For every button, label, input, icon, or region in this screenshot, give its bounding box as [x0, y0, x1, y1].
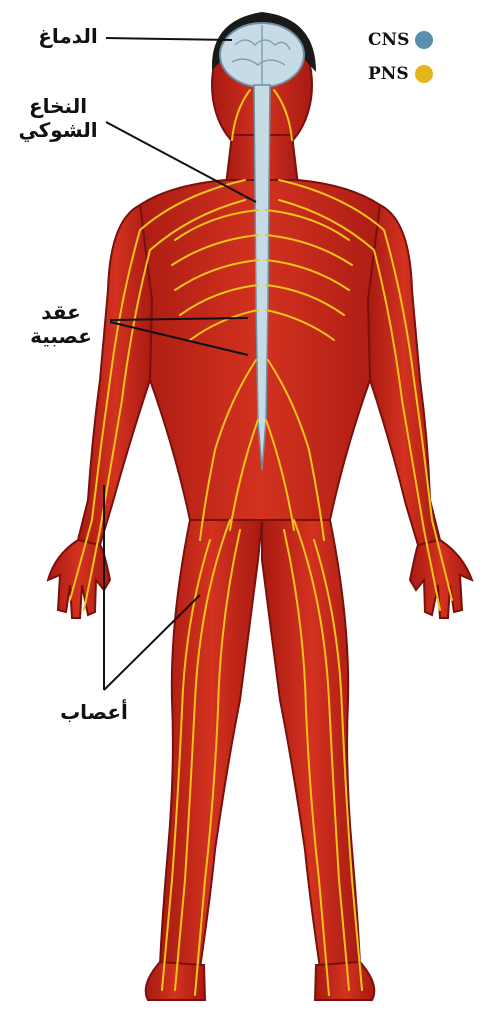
ganglia-label-line2: عصبية: [14, 324, 108, 348]
spinal-cord-label: النخاع الشوكي: [8, 94, 108, 142]
legend-pns-label: PNS: [368, 64, 409, 84]
spinal-cord-label-line2: الشوكي: [8, 118, 108, 142]
legend-pns-swatch: [415, 65, 433, 83]
left-arm: [78, 205, 152, 545]
brain-label: الدماغ: [28, 24, 108, 48]
brain-leader-line: [106, 38, 232, 40]
right-foot: [315, 962, 374, 1000]
spinal-cord-label-line1: النخاع: [8, 94, 108, 118]
legend-pns: PNS: [368, 64, 433, 84]
ganglia-label: عقد عصبية: [14, 300, 108, 348]
legend-cns: CNS: [368, 30, 433, 50]
right-leg: [262, 520, 360, 968]
legend-cns-swatch: [415, 31, 433, 49]
right-hand: [410, 540, 472, 618]
legend-cns-label: CNS: [368, 30, 409, 50]
brain-label-text: الدماغ: [38, 24, 97, 48]
nerves-label: أعصاب: [44, 700, 144, 724]
left-hand: [48, 540, 110, 618]
nerves-label-text: أعصاب: [60, 700, 128, 724]
ganglia-label-line1: عقد: [14, 300, 108, 324]
